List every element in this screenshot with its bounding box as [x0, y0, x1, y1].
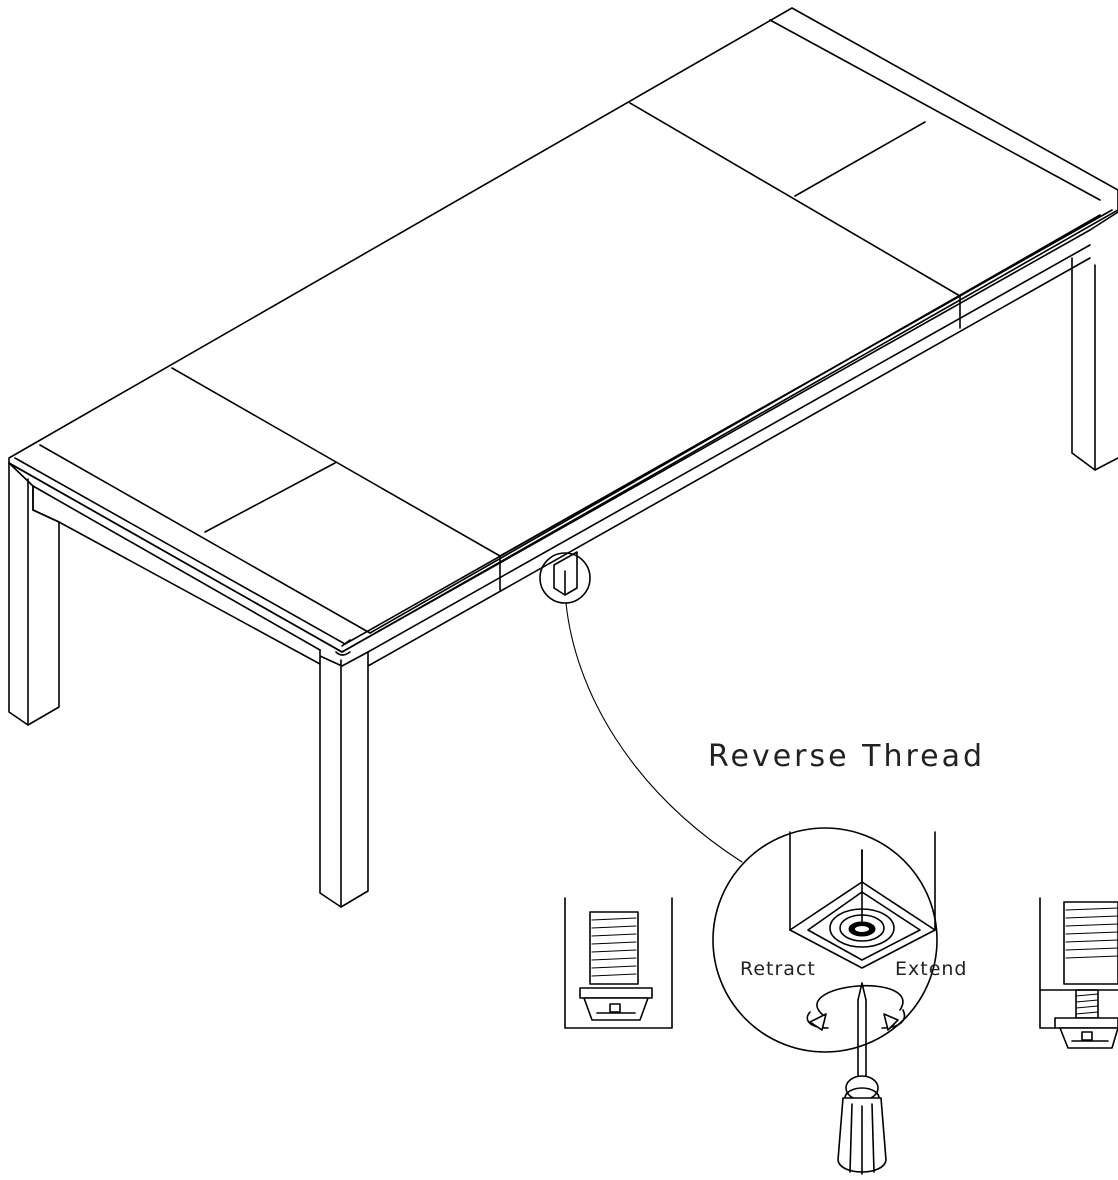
table-top	[8, 7, 1118, 653]
glide-retracted-diagram	[564, 897, 673, 1029]
callout-source-circle	[539, 552, 591, 604]
table-top-panels	[39, 19, 1101, 634]
table-illustration	[8, 7, 1118, 908]
reverse-thread-title: Reverse Thread	[708, 739, 985, 774]
detail-magnifier-circle	[712, 827, 938, 1053]
detail-callout: Reverse Thread	[539, 552, 985, 863]
rotation-arrow-icon	[806, 984, 906, 1031]
leg-bottom-detail	[789, 831, 936, 969]
screwdriver-icon	[837, 982, 887, 1175]
table-leg-center	[553, 551, 578, 596]
table-leg-back-right	[1071, 257, 1118, 471]
retract-label: Retract	[740, 958, 816, 980]
table-apron	[32, 244, 1091, 667]
callout-leader-line	[565, 602, 743, 863]
leveler-nut-icon	[829, 908, 895, 948]
table-leg-front-right	[319, 649, 369, 908]
detail-circle: Retract Extend	[712, 827, 968, 1175]
glide-extended-diagram	[1039, 897, 1118, 1049]
table-leg-front-left	[8, 462, 60, 726]
extend-label: Extend	[895, 958, 968, 980]
